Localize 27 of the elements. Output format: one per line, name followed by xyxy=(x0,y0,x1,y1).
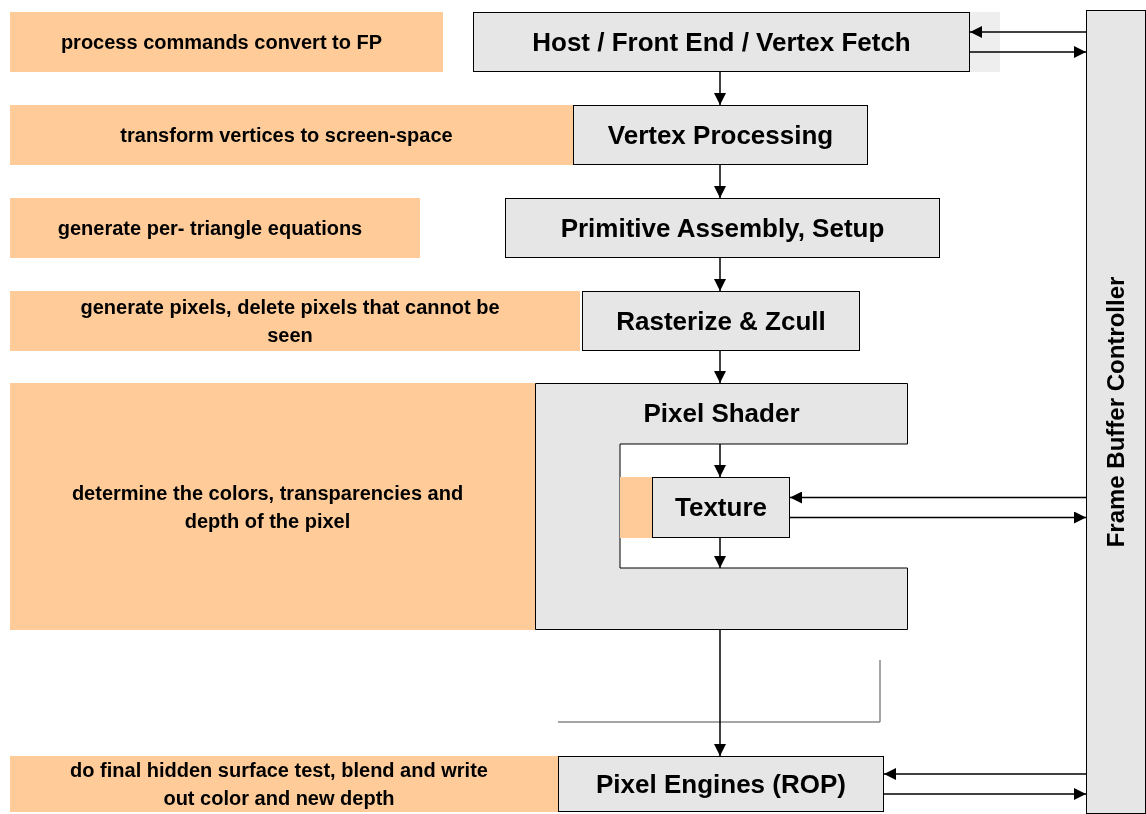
arrow xyxy=(714,257,726,292)
stage-box: Primitive Assembly, Setup xyxy=(505,198,940,258)
stage-box: Pixel Engines (ROP) xyxy=(558,756,884,812)
description-band: do final hidden surface test, blend and write out color and new depth xyxy=(10,756,558,812)
controller-bar: Frame Buffer Controller xyxy=(1086,10,1146,814)
arrow xyxy=(714,350,726,384)
arrow xyxy=(714,537,726,569)
arrow xyxy=(969,46,1087,58)
arrow xyxy=(714,443,726,478)
arrow xyxy=(789,511,1087,524)
shader-block: Pixel Shader Texture xyxy=(535,383,908,630)
description-band: determine the colors, transparencies and depth of the pixel xyxy=(10,383,535,630)
description-band: generate pixels, delete pixels that cannot be seen xyxy=(10,291,580,351)
stage-box: Rasterize & Zcull xyxy=(582,291,860,351)
description-band: generate per- triangle equations xyxy=(10,198,420,258)
stage-box: Vertex Processing xyxy=(573,105,868,165)
arrow xyxy=(714,71,726,106)
description-band: transform vertices to screen-space xyxy=(10,105,573,165)
description-band: process commands convert to FP xyxy=(10,12,443,72)
stage-box: Host / Front End / Vertex Fetch xyxy=(473,12,970,72)
arrow xyxy=(969,26,1087,38)
stage-box: Texture xyxy=(652,477,790,538)
arrow xyxy=(883,768,1087,780)
arrow xyxy=(789,491,1087,504)
arrow xyxy=(714,164,726,199)
arrow xyxy=(883,788,1087,800)
arrow xyxy=(714,629,726,757)
